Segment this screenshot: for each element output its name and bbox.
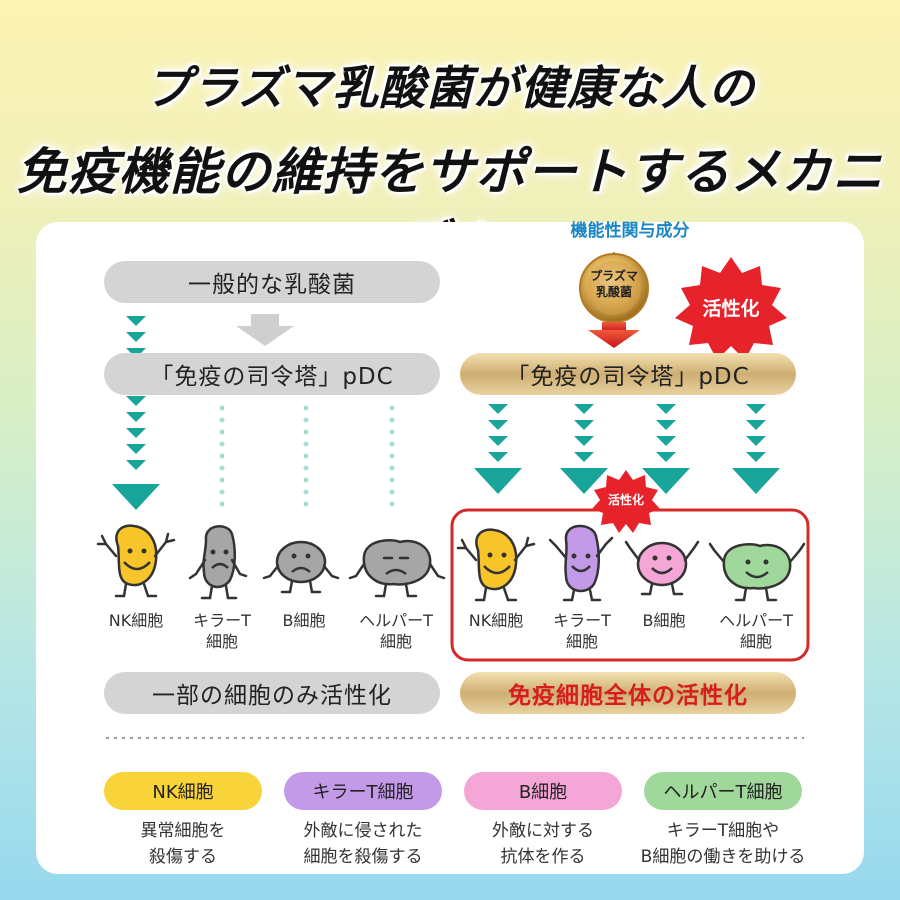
badge-line-1: プラズマ bbox=[590, 269, 638, 283]
legend-desc-line: 外敵に対する bbox=[492, 821, 594, 841]
partial-activation-label: 一部の細胞のみ活性化 bbox=[104, 672, 440, 714]
killer-t-cell-left-icon bbox=[188, 525, 248, 600]
legend-desc-line: 外敵に侵された bbox=[303, 821, 423, 841]
activation-burst-small-text: 活性化 bbox=[607, 493, 644, 507]
activation-burst-small bbox=[592, 470, 660, 533]
legend-desc-line: 細胞を殺傷する bbox=[303, 847, 423, 867]
teal-arrow-left-nk bbox=[112, 316, 160, 510]
cell-label-left-nk: NK細胞 bbox=[86, 610, 186, 631]
b-cell-left-icon bbox=[262, 540, 340, 594]
title-line-1: プラズマ乳酸菌が健康な人の bbox=[144, 61, 756, 115]
cell-label-line: 細胞 bbox=[379, 632, 412, 651]
dotted-lines-left bbox=[219, 405, 395, 507]
cell-label-line: キラーT bbox=[193, 611, 251, 630]
activation-burst-large-text: 活性化 bbox=[702, 298, 760, 320]
cell-label-left-b: B細胞 bbox=[254, 610, 354, 631]
cell-label-line: NK細胞 bbox=[108, 611, 164, 630]
legend-desc-line: キラーT細胞や bbox=[666, 821, 780, 841]
cell-label-left-killer-t: キラーT 細胞 bbox=[172, 610, 272, 652]
legend-desc-b: 外敵に対する抗体を作る bbox=[443, 818, 643, 870]
pdc-left-label: 「免疫の司令塔」pDC bbox=[104, 353, 440, 395]
legend-desc-killer-t: 外敵に侵された細胞を殺傷する bbox=[263, 818, 463, 870]
full-activation-label: 免疫細胞全体の活性化 bbox=[460, 672, 796, 714]
activation-burst-large bbox=[675, 257, 787, 360]
legend-desc-nk: 異常細胞を殺傷する bbox=[83, 818, 283, 870]
gray-down-arrow bbox=[236, 314, 294, 346]
cell-label-right-nk: NK細胞 bbox=[446, 610, 546, 631]
cell-label-line: 細胞 bbox=[565, 632, 598, 651]
killer-t-cell-right-icon bbox=[548, 524, 614, 602]
cell-label-left-helper-t: ヘルパーT 細胞 bbox=[346, 610, 446, 652]
legend-desc-helper-t: キラーT細胞や B細胞の働きを助ける bbox=[623, 818, 823, 870]
teal-arrows-right bbox=[474, 404, 780, 494]
cell-label-right-helper-t: ヘルパーT 細胞 bbox=[706, 610, 806, 652]
badge-text: プラズマ 乳酸菌 bbox=[584, 268, 644, 300]
cell-label-right-killer-t: キラーT 細胞 bbox=[532, 610, 632, 652]
legend-pill-b: B細胞 bbox=[464, 772, 622, 810]
nk-cell-left-icon bbox=[96, 524, 176, 598]
legend-desc-line: 抗体を作る bbox=[500, 847, 586, 867]
cell-label-line: NK細胞 bbox=[468, 611, 524, 630]
plasma-lactic-badge bbox=[579, 252, 649, 348]
title-line-2: 免疫機能の維持をサポートするメカニズム bbox=[16, 142, 884, 273]
cell-label-line: ヘルパーT bbox=[359, 611, 433, 630]
legend-pill-killer-t: キラーT細胞 bbox=[284, 772, 442, 810]
cell-label-right-b: B細胞 bbox=[614, 610, 714, 631]
cell-label-line: B細胞 bbox=[282, 611, 326, 630]
legend-desc-line: B細胞の働きを助ける bbox=[640, 847, 806, 867]
cell-label-line: 細胞 bbox=[205, 632, 238, 651]
general-lactic-acid-bacteria-label: 一般的な乳酸菌 bbox=[104, 261, 440, 303]
cell-label-line: B細胞 bbox=[642, 611, 686, 630]
cell-label-line: 細胞 bbox=[739, 632, 772, 651]
nk-cell-right-icon bbox=[456, 528, 536, 602]
pdc-right-label: 「免疫の司令塔」pDC bbox=[460, 353, 796, 395]
cell-label-line: キラーT bbox=[553, 611, 611, 630]
legend-desc-line: 異常細胞を bbox=[140, 821, 226, 841]
legend-pill-helper-t: ヘルパーT細胞 bbox=[644, 772, 802, 810]
badge-line-2: 乳酸菌 bbox=[595, 285, 632, 299]
legend-desc-line: 殺傷する bbox=[149, 847, 217, 867]
helper-t-cell-left-icon bbox=[348, 539, 446, 598]
cell-label-line: ヘルパーT bbox=[719, 611, 793, 630]
helper-t-cell-right-icon bbox=[708, 542, 806, 602]
functional-ingredient-label: 機能性関与成分 bbox=[570, 221, 690, 241]
b-cell-right-icon bbox=[624, 540, 700, 596]
legend-pill-nk: NK細胞 bbox=[104, 772, 262, 810]
